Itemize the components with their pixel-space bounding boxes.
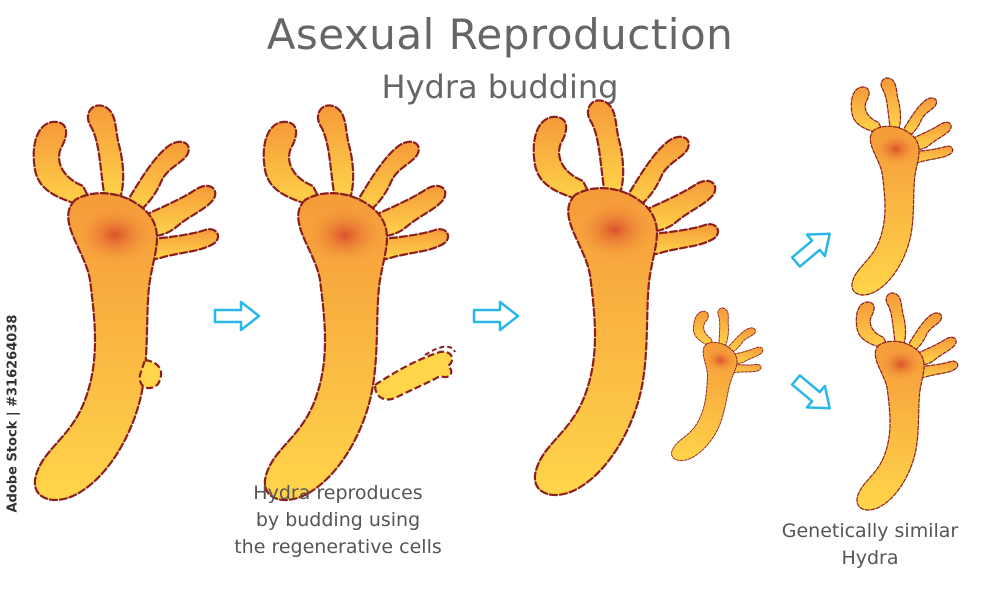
stock-id-watermark: Adobe Stock | #316264038 (5, 314, 21, 513)
caption-line: Genetically similar (781, 520, 959, 542)
offspring-caption: Genetically similar Hydra (745, 518, 995, 572)
caption-line: Hydra reproduces (253, 482, 423, 504)
page-title: Asexual Reproduction (266, 10, 734, 59)
hollow-arrow-icon (785, 221, 840, 274)
caption-line: by budding using (255, 509, 421, 531)
hydra-offspring-bottom (855, 292, 959, 511)
hollow-arrow-icon (213, 300, 261, 332)
page-subtitle: Hydra budding (381, 68, 619, 106)
hydra-stage-1 (32, 104, 220, 502)
hydra-stage-3 (532, 99, 771, 497)
hydra-stage-2 (262, 104, 456, 502)
caption-line: Hydra (841, 547, 899, 569)
caption-line: the regenerative cells (234, 536, 442, 558)
hollow-arrow-icon (472, 300, 520, 332)
hollow-arrow-icon (785, 368, 840, 421)
hydra-offspring-top (850, 77, 954, 296)
budding-caption: Hydra reproduces by budding using the re… (198, 480, 478, 561)
